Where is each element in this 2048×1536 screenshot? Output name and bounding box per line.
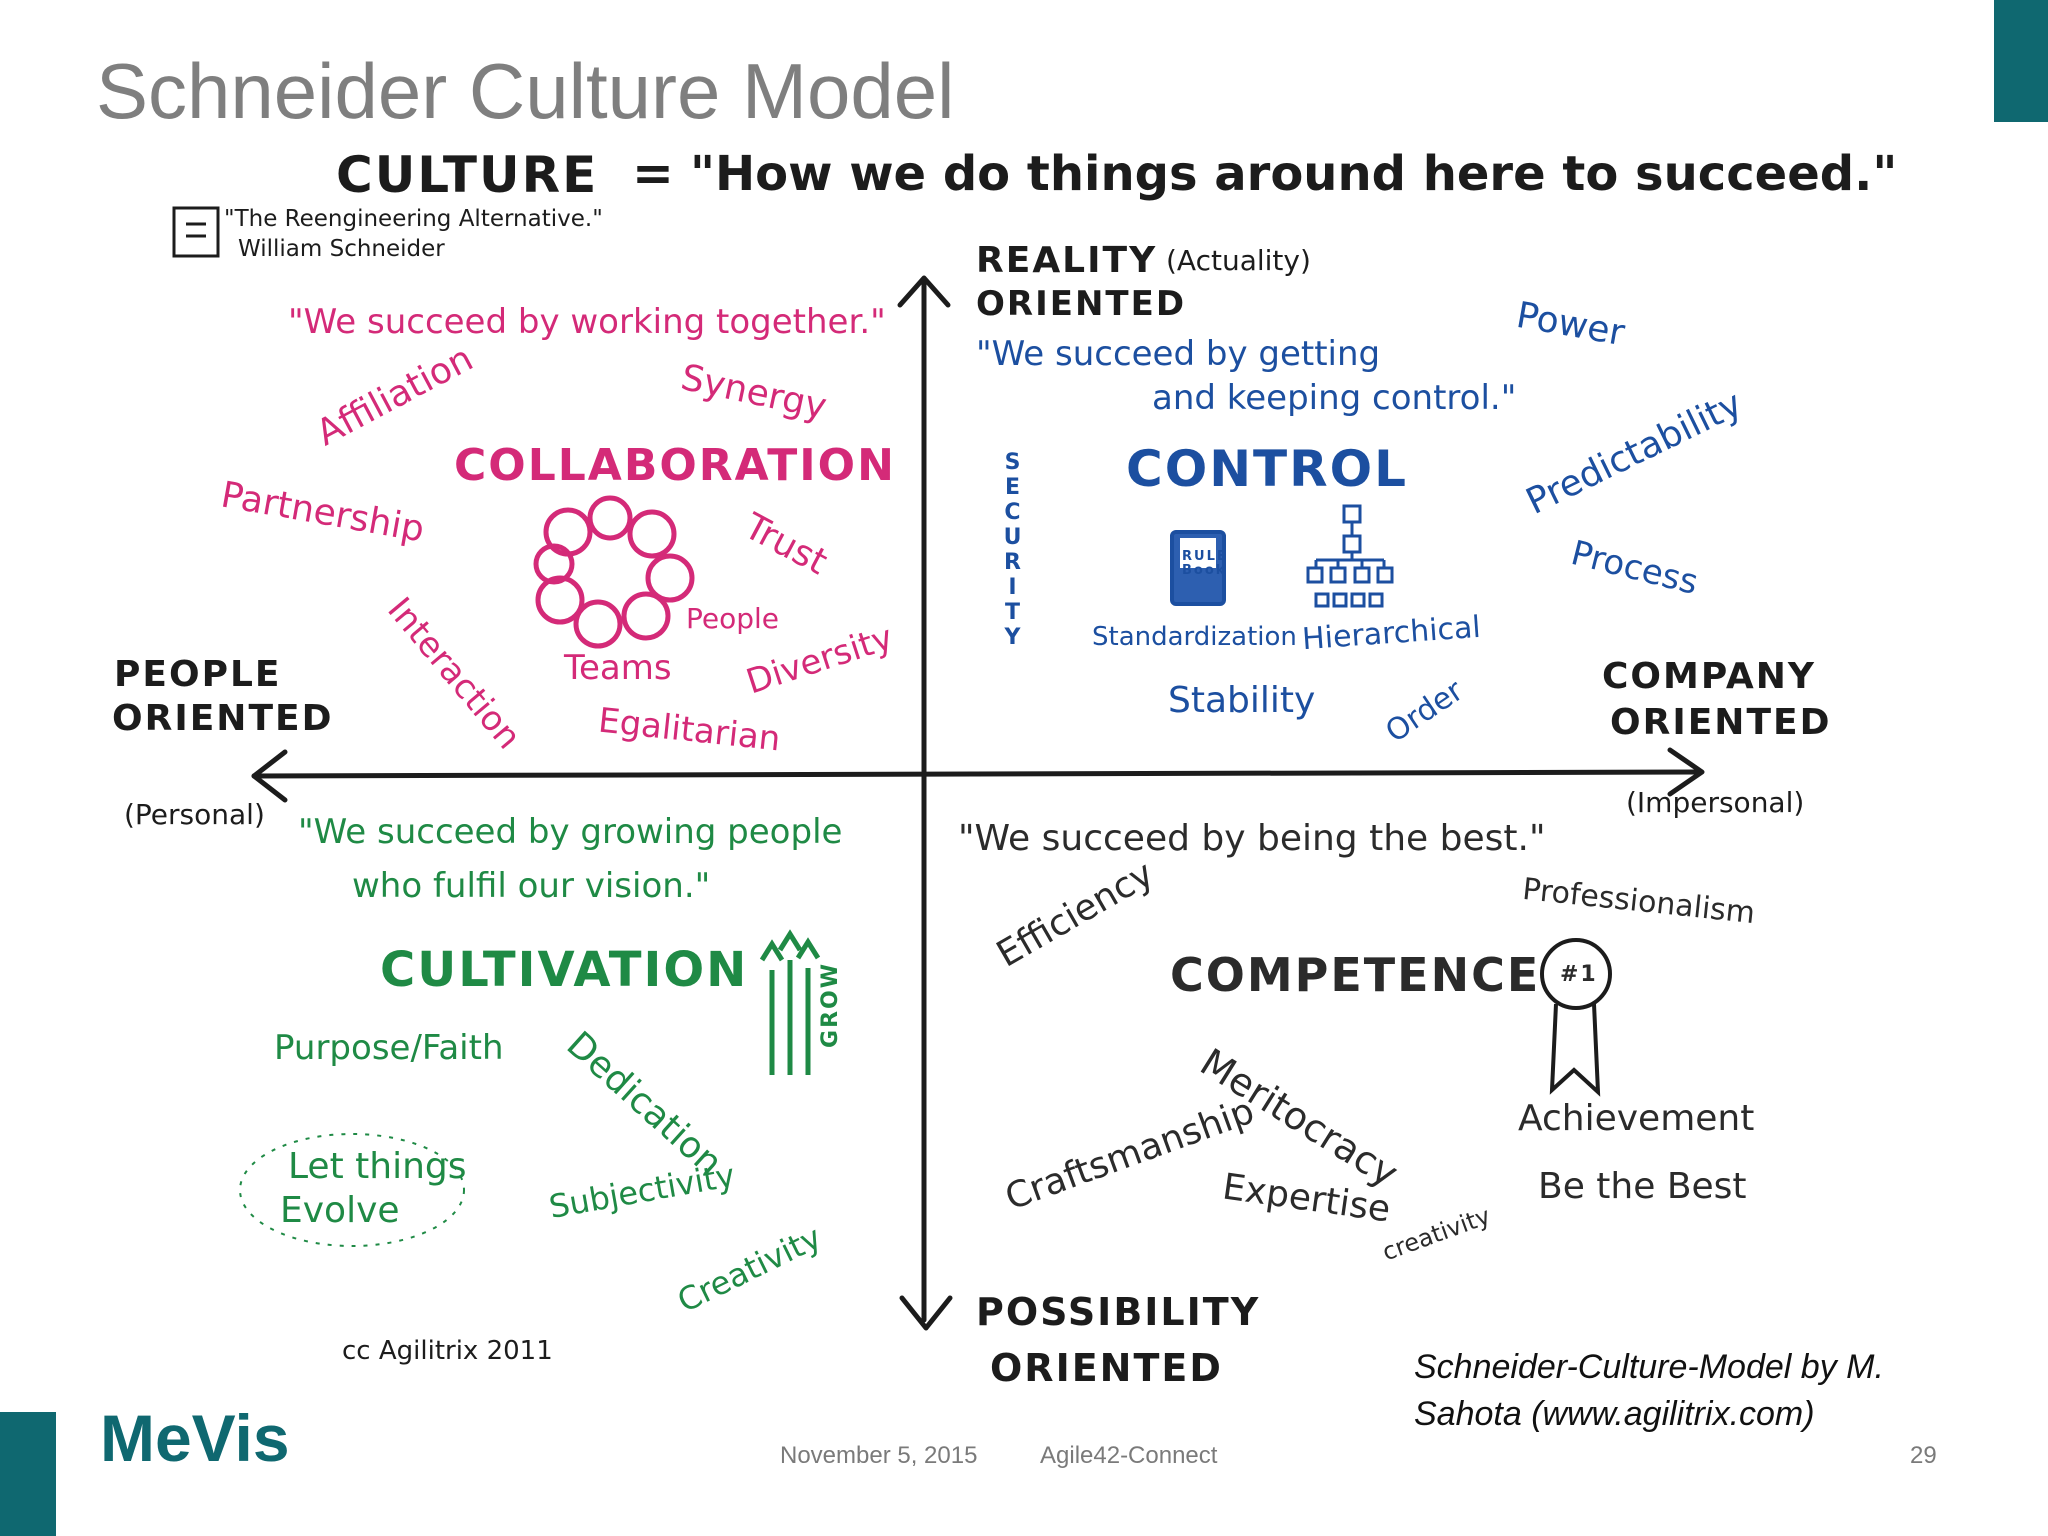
control-word: Stability <box>1168 680 1316 721</box>
competence-word: Achievement <box>1518 1098 1755 1139</box>
copyright-note: cc Agilitrix 2011 <box>342 1336 553 1366</box>
source-line-2: William Schneider <box>238 236 445 262</box>
axis-left-label-1: PEOPLE <box>114 654 282 695</box>
source-line-1: "The Reengineering Alternative." <box>224 206 603 232</box>
collaboration-title: COLLABORATION <box>454 440 896 491</box>
footer-date: November 5, 2015 <box>780 1442 978 1469</box>
grow-label: GROW <box>818 962 843 1048</box>
control-title: CONTROL <box>1126 440 1409 498</box>
axis-bottom-label-2: ORIENTED <box>990 1346 1223 1390</box>
headline-term: CULTURE <box>336 146 599 204</box>
headline-equals: = <box>632 144 676 202</box>
collaboration-word: People <box>686 602 780 635</box>
wheat-icon <box>759 929 821 1075</box>
axis-top-label-2: ORIENTED <box>976 284 1187 324</box>
cultivation-quote-line-2: who fulfil our vision." <box>352 866 711 906</box>
axis-right-label-2: ORIENTED <box>1610 702 1832 743</box>
axis-left-label-2: ORIENTED <box>112 698 334 739</box>
down-arrow-icon <box>899 1295 953 1331</box>
footer-event: Agile42-Connect <box>1040 1442 1218 1469</box>
cultivation-word: Purpose/Faith <box>274 1028 504 1068</box>
headline-definition: "How we do things around here to succeed… <box>690 146 1898 202</box>
horizontal-axis-line <box>251 769 1703 779</box>
collaboration-word: Teams <box>564 648 672 688</box>
rule-book-label: RULE Book <box>1182 549 1228 578</box>
axis-top-note: (Actuality) <box>1166 244 1311 277</box>
bottom-left-accent-block <box>0 1412 56 1536</box>
left-arrow-icon <box>251 749 288 803</box>
collaboration-cloud-icon <box>533 495 695 649</box>
slide-title: Schneider Culture Model <box>96 47 955 135</box>
image-credit: Schneider-Culture-Model by M. Sahota (ww… <box>1414 1348 1884 1433</box>
document-icon <box>172 206 220 258</box>
award-badge-label: #1 <box>1560 962 1598 987</box>
book-icon <box>1170 530 1226 606</box>
page-number: 29 <box>1910 1442 1937 1469</box>
cultivation-title: CULTIVATION <box>380 942 749 998</box>
axis-right-note: (Impersonal) <box>1626 786 1805 819</box>
dotted-ellipse <box>239 1133 465 1247</box>
security-label: SECURITY <box>1000 450 1025 650</box>
competence-quote: "We succeed by being the best." <box>958 818 1546 859</box>
competence-word: Be the Best <box>1538 1166 1747 1207</box>
axis-top-label-1: REALITY <box>976 240 1158 281</box>
award-ribbon-icon <box>1540 938 1612 1097</box>
axis-right-label-1: COMPANY <box>1602 656 1816 697</box>
axis-bottom-label-1: POSSIBILITY <box>976 1290 1261 1334</box>
control-quote-line-1: "We succeed by getting <box>976 334 1381 374</box>
cultivation-word: Let things <box>288 1146 467 1187</box>
cultivation-word: Evolve <box>280 1190 400 1231</box>
hierarchy-icon <box>1306 504 1394 608</box>
axis-left-note: (Personal) <box>124 798 265 831</box>
right-arrow-icon <box>1667 747 1705 797</box>
cultivation-quote-line-1: "We succeed by growing people <box>298 812 843 852</box>
control-quote-line-2: and keeping control." <box>1152 378 1517 418</box>
top-right-accent-block <box>1994 0 2048 122</box>
control-word: Standardization <box>1092 622 1297 652</box>
competence-title: COMPETENCE <box>1170 948 1541 1002</box>
up-arrow-icon <box>897 275 951 308</box>
collaboration-quote: "We succeed by working together." <box>288 302 886 342</box>
mevis-logo: MeVis <box>100 1401 290 1475</box>
